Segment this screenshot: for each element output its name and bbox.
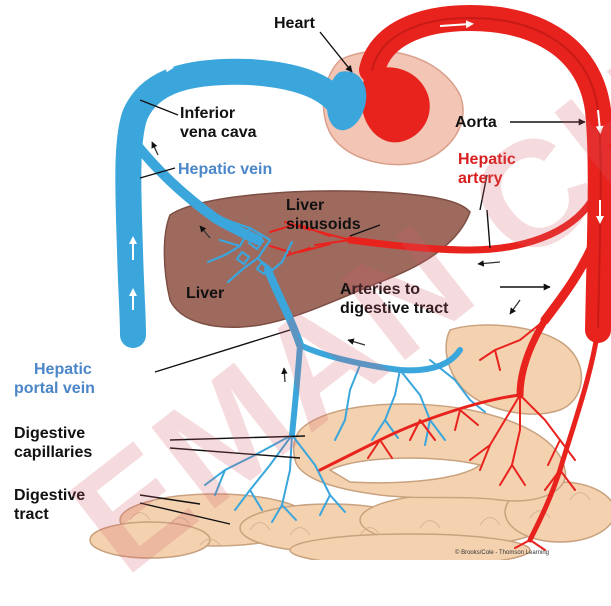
- digestive-capillaries-label: Digestive capillaries: [14, 424, 92, 462]
- liver-sinusoids-label: Liver sinusoids: [286, 196, 361, 234]
- liver-label: Liver: [186, 284, 224, 303]
- heart-label: Heart: [274, 14, 315, 33]
- liver-sinusoids-line1: Liver: [286, 196, 361, 215]
- hepatic-vein-label: Hepatic vein: [178, 160, 272, 179]
- aorta-label: Aorta: [455, 113, 497, 132]
- circulation-diagram: [0, 0, 611, 560]
- hepatic-artery-label: Hepatic artery: [458, 150, 516, 188]
- inferior-vena-cava-line2: vena cava: [180, 123, 257, 142]
- liver-sinusoids-line2: sinusoids: [286, 215, 361, 234]
- hepatic-artery-line1: Hepatic: [458, 150, 516, 169]
- hepatic-portal-vein-label: Hepatic portal vein: [14, 360, 95, 398]
- inferior-vena-cava-line1: Inferior: [180, 104, 257, 123]
- hepatic-portal-vein-line1: Hepatic: [14, 360, 95, 379]
- arteries-to-digestive-tract-label: Arteries to digestive tract: [340, 280, 448, 318]
- digestive-tract-line2: tract: [14, 505, 85, 524]
- hepatic-artery-line2: artery: [458, 169, 516, 188]
- digestive-tract-label: Digestive tract: [14, 486, 85, 524]
- arteries-line2: digestive tract: [340, 299, 448, 318]
- arteries-line1: Arteries to: [340, 280, 448, 299]
- digestive-tract-line1: Digestive: [14, 486, 85, 505]
- hepatic-portal-vein-line2: portal vein: [14, 379, 95, 398]
- digestive-capillaries-line2: capillaries: [14, 443, 92, 462]
- credit-text: © Brooks/Cole - Thomson Learning: [455, 550, 549, 557]
- inferior-vena-cava-label: Inferior vena cava: [180, 104, 257, 142]
- digestive-capillaries-line1: Digestive: [14, 424, 92, 443]
